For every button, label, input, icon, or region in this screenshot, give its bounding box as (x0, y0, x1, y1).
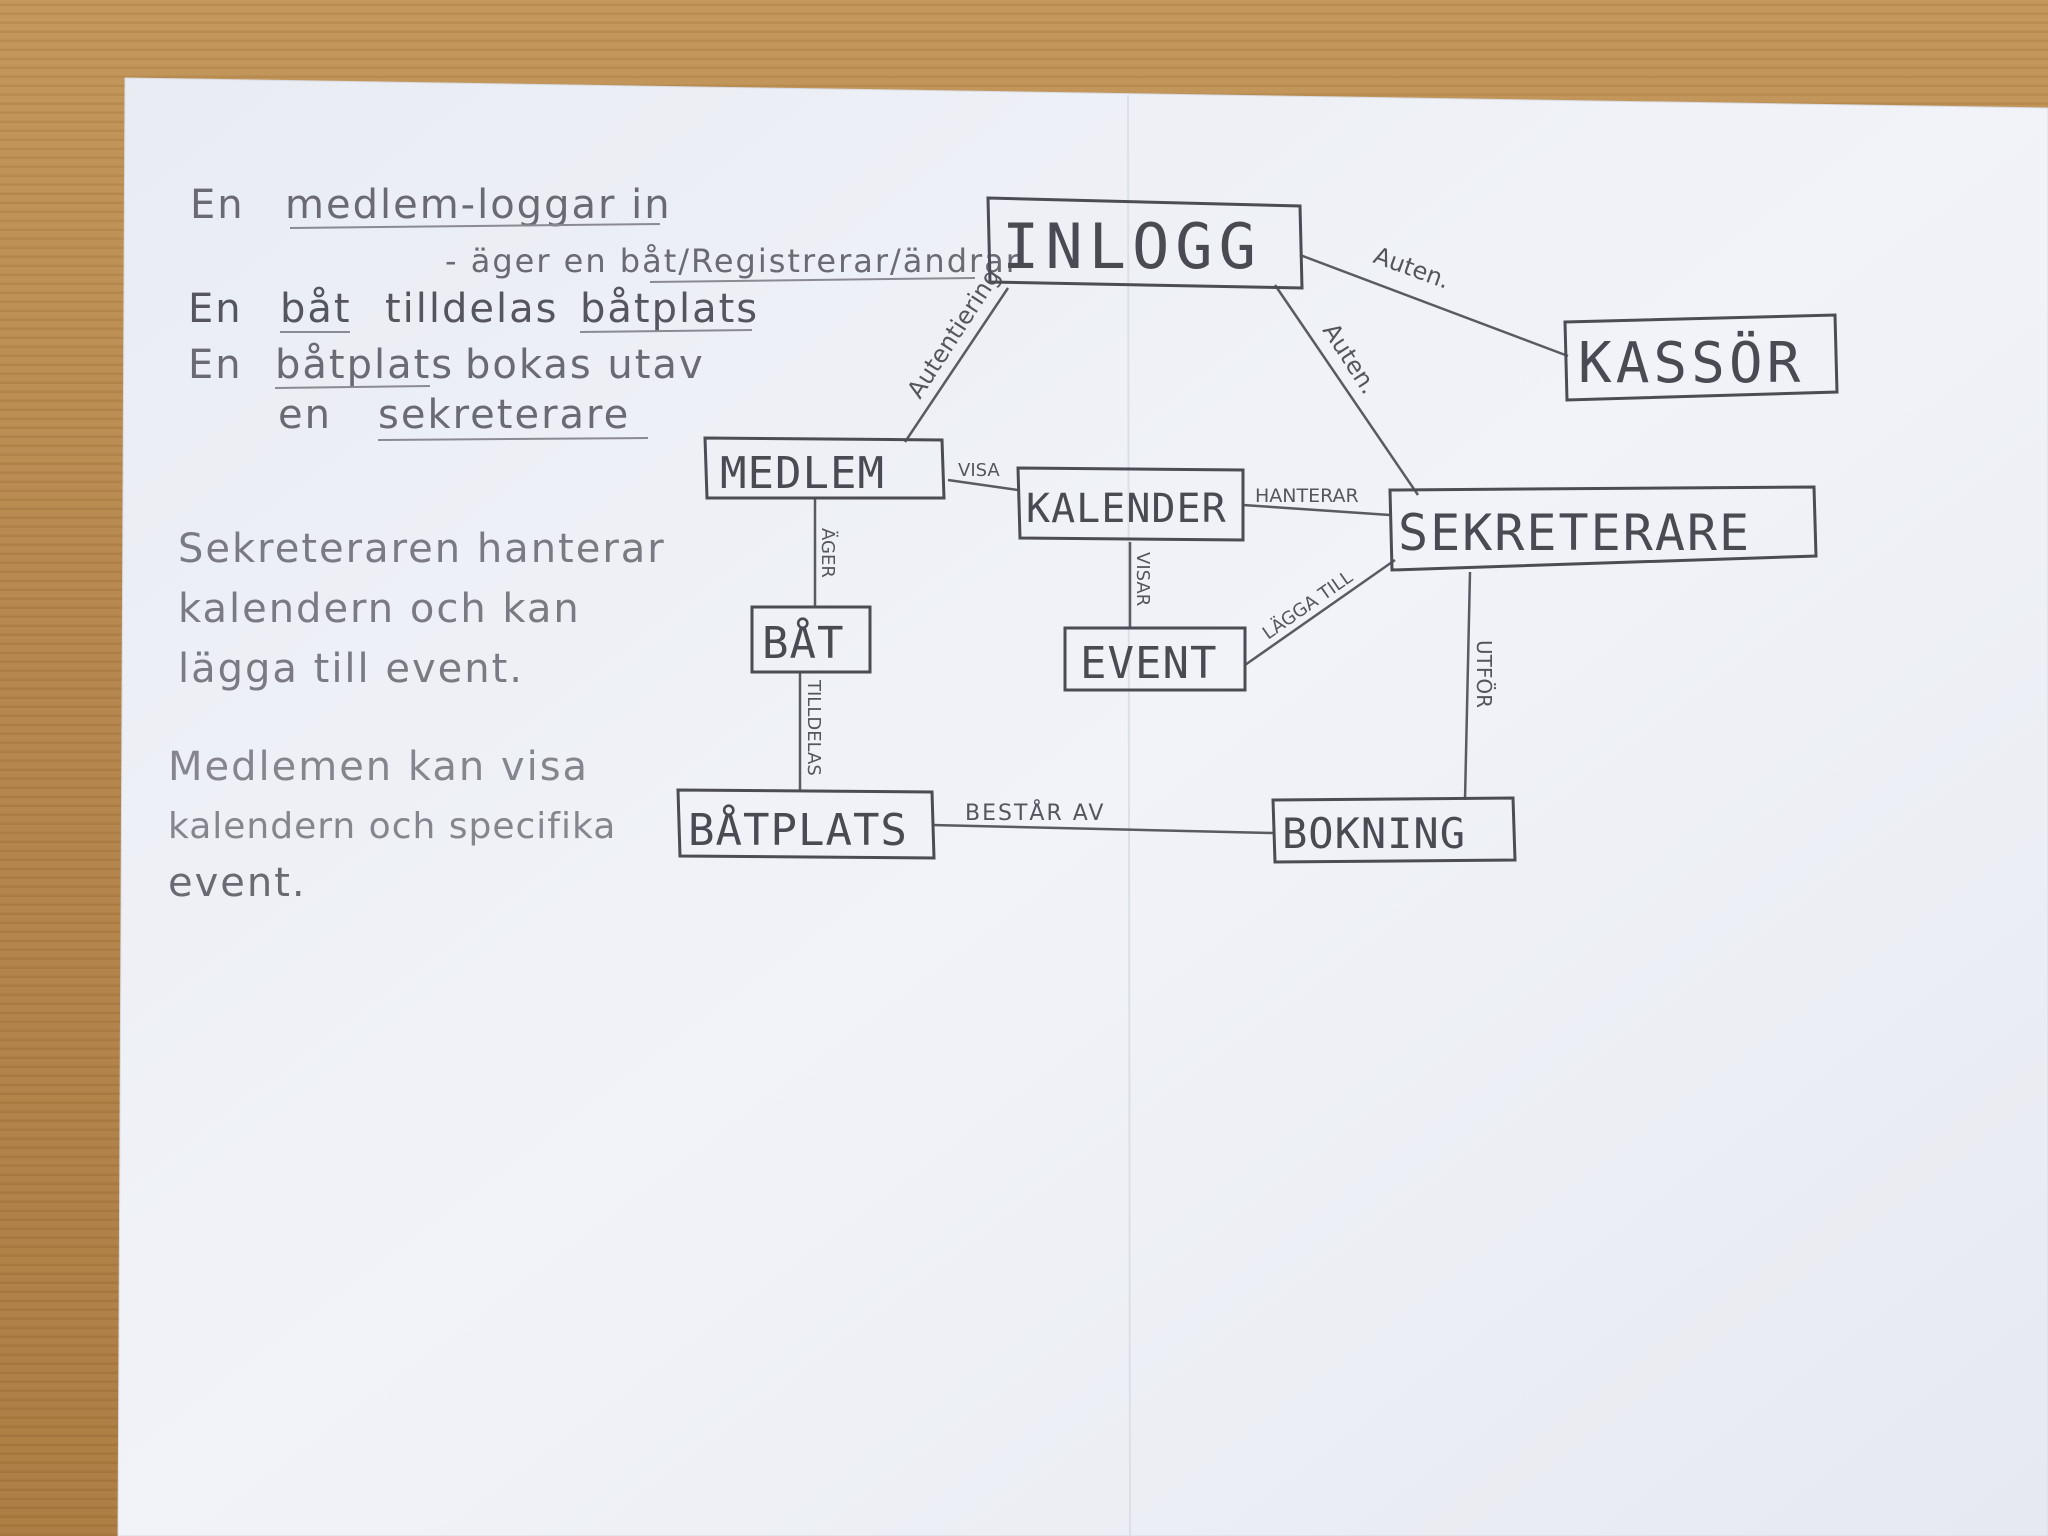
entity-label: BOKNING (1282, 809, 1466, 858)
label-utfor: UTFÖR (1472, 640, 1496, 708)
edge-sekreterare-bokning (1463, 571, 1472, 801)
note-underline (289, 223, 661, 229)
note-para1-line2: kalendern och kan (178, 586, 581, 632)
entity-medlem: MEDLEM (703, 436, 946, 500)
entity-label: KALENDER (1026, 486, 1227, 532)
edge-medlem-inlogg (903, 287, 1010, 443)
label-visar: VISAR (1132, 552, 1153, 606)
note-line4-prefix: En (188, 342, 243, 388)
entity-batplats: BÅTPLATS (676, 788, 936, 860)
entity-bokning: BOKNING (1271, 796, 1517, 864)
note-line2: - äger en båt/Registrerar/ändrar (445, 242, 1021, 280)
entity-sekreterare: SEKRETERARE (1388, 485, 1818, 572)
note-line3-prefix: En (188, 286, 243, 332)
entity-event: EVENT (1063, 626, 1247, 692)
note-line3-word1: båt (280, 286, 352, 332)
entity-kassor: KASSÖR (1563, 313, 1839, 402)
notes-block: En medlem-loggar in - äger en båt/Regist… (168, 182, 1021, 906)
entity-box (1388, 485, 1818, 572)
note-underline (579, 329, 753, 333)
edge-batplats-bokning (931, 823, 1274, 835)
entity-label: MEDLEM (720, 448, 885, 499)
entity-kalender: KALENDER (1016, 466, 1245, 542)
entity-box (1063, 626, 1247, 692)
note-line3-mid: tilldelas (385, 286, 559, 332)
label-visa: VISA (958, 460, 1000, 481)
note-para2-line1: Medlemen kan visa (168, 744, 589, 790)
note-para2-line2: kalendern och specifika (168, 806, 616, 847)
entity-box (750, 605, 872, 674)
note-line1-main: medlem-loggar in (285, 182, 672, 228)
note-underline (274, 385, 431, 389)
entity-box (986, 196, 1304, 290)
entity-box (703, 436, 946, 500)
note-para1-line1: Sekreteraren hanterar (178, 526, 666, 572)
entity-box (1016, 466, 1245, 542)
entity-label: KASSÖR (1578, 331, 1804, 396)
entity-label: INLOGG (1002, 210, 1262, 283)
edges (798, 253, 1569, 835)
note-line3-word2: båtplats (580, 286, 759, 332)
entity-label: EVENT (1080, 638, 1217, 689)
note-line4-rest: bokas utav (465, 342, 705, 388)
label-hanterar: HANTERAR (1255, 485, 1359, 507)
edge-inlogg-sekreterare (1273, 284, 1420, 496)
note-para1-line3: lägga till event. (178, 646, 524, 692)
entity-label: BÅTPLATS (688, 803, 908, 856)
paper-fold (1127, 94, 1131, 1536)
entity-box (1563, 313, 1839, 402)
entity-label: SEKRETERARE (1398, 504, 1751, 562)
note-line1-prefix: En (190, 182, 245, 228)
paper-background (117, 77, 2048, 1536)
entity-bat: BÅT (750, 605, 872, 674)
entity-box (1271, 796, 1517, 864)
edge-kalender-sekreterare (1242, 503, 1391, 517)
note-line5-word: sekreterare (378, 392, 630, 438)
entity-box (676, 788, 936, 860)
edge-inlogg-kassor (1299, 253, 1569, 358)
note-line5-prefix: en (278, 392, 332, 438)
note-underline (377, 437, 649, 441)
edge-medlem-kalender (947, 478, 1019, 492)
note-para2-line3: event. (168, 860, 307, 906)
note-underline (649, 277, 976, 283)
label-ager: ÄGER (817, 528, 838, 578)
entity-inlogg: INLOGG (986, 196, 1304, 290)
note-line4-word: båtplats (275, 342, 454, 388)
label-tilldelas: TILLDELAS (803, 679, 824, 776)
label-bestar-av: BESTÅR AV (965, 799, 1105, 826)
edge-event-sekreterare (1244, 558, 1396, 667)
entity-label: BÅT (762, 616, 844, 669)
